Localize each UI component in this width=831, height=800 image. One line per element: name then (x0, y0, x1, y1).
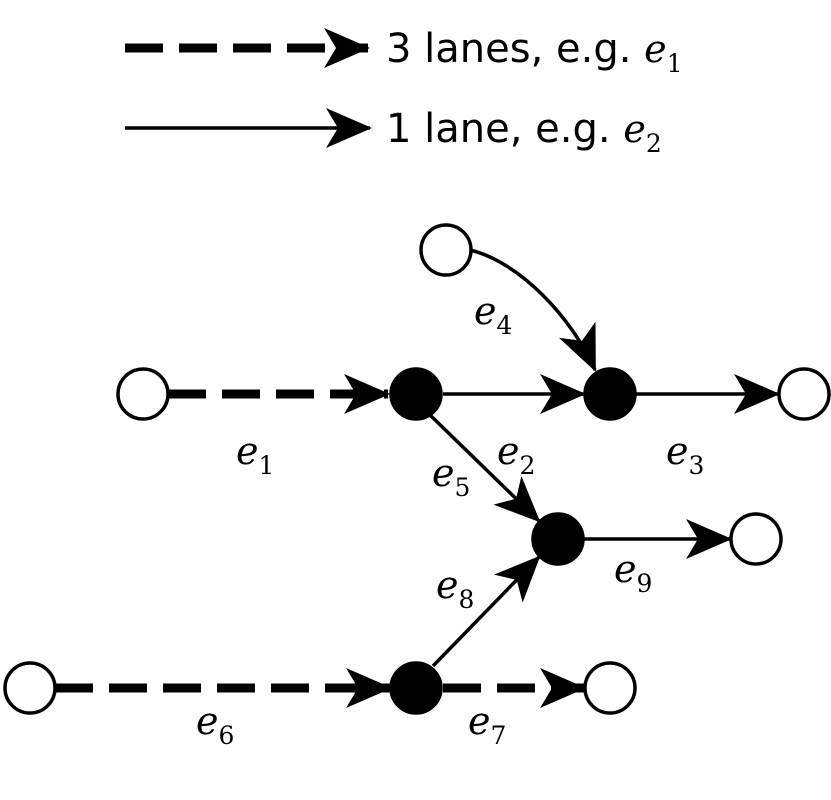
node-open (116, 367, 170, 421)
edge-e4 (469, 248, 597, 372)
edge-label-e6: e6 (196, 699, 234, 750)
legend-text-1-lane: 1 lane, e.g. (386, 106, 623, 152)
edge-label-e4: e4 (474, 289, 512, 340)
edge-labels: e1 e2 e3 e4 e5 e6 e7 e8 e9 (196, 289, 704, 750)
node-filled (389, 367, 443, 421)
legend-edge-example-e2-sub: 2 (646, 129, 662, 158)
legend-edge-example-e1-sub: 1 (667, 49, 683, 78)
nodes (3, 223, 831, 715)
node-open (3, 661, 57, 715)
legend-text-3-lanes: 3 lanes, e.g. (386, 26, 644, 72)
legend: 3 lanes, e.g. e1 1 lane, e.g. e2 (125, 26, 683, 158)
legend-label-1-lane: 1 lane, e.g. e2 (386, 106, 662, 158)
node-open (777, 367, 831, 421)
legend-edge-example-e1: e (644, 27, 667, 71)
legend-edge-example-e2: e (623, 107, 646, 151)
legend-item-3-lanes: 3 lanes, e.g. e1 (125, 26, 683, 78)
edge-e8 (431, 555, 541, 668)
node-open (419, 223, 473, 277)
edge-label-e1: e1 (236, 429, 274, 480)
edge-label-e3: e3 (666, 429, 704, 480)
legend-item-1-lane: 1 lane, e.g. e2 (125, 106, 662, 158)
node-open (583, 661, 637, 715)
edge-label-e8: e8 (436, 563, 474, 614)
node-filled (583, 367, 637, 421)
node-open (729, 512, 783, 566)
edge-e5 (428, 413, 541, 523)
edge-label-e5: e5 (432, 451, 470, 502)
node-filled (389, 661, 443, 715)
edge-label-e7: e7 (468, 699, 506, 750)
edges (55, 248, 780, 708)
legend-label-3-lanes: 3 lanes, e.g. e1 (386, 26, 683, 78)
node-filled (531, 512, 585, 566)
edge-label-e9: e9 (614, 547, 652, 598)
edge-label-e2: e2 (497, 429, 535, 480)
